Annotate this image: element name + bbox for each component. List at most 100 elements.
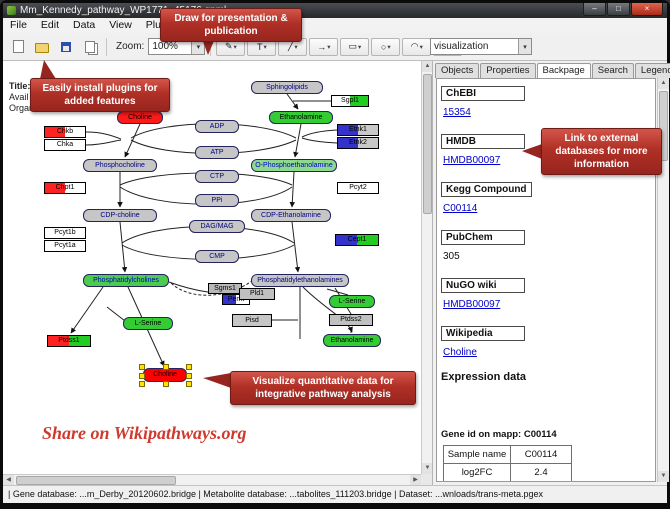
metabolite-node-atp[interactable]: ATP [195,146,239,159]
metabolite-node-ppi[interactable]: PPi [195,194,239,207]
metabolite-node-ethanolamine[interactable]: Ethanolamine [269,111,333,124]
scroll-up-icon[interactable]: ▲ [658,78,669,89]
selection-handle[interactable] [139,381,145,387]
tool-arc-button[interactable]: ◠▾ [402,37,432,56]
menu-file[interactable]: File [10,19,27,31]
gene-node-pcyt1b[interactable]: Pcyt1b [44,227,86,239]
metabolite-node-l-serine[interactable]: L-Serine [329,295,375,308]
selection-handle[interactable] [139,364,145,370]
tab-search[interactable]: Search [591,63,634,78]
close-button[interactable]: × [631,3,663,16]
label-icon: T [256,41,263,52]
menu-bar: File Edit Data View Plugins Help [3,18,667,34]
toolbar-separator [106,37,107,56]
title-bar[interactable]: Mm_Kennedy_pathway_WP1771_45176.gpml – □… [3,3,667,18]
tab-legend[interactable]: Legend [634,63,670,78]
selection-handle[interactable] [186,381,192,387]
db-link-nugo[interactable]: HMDB00097 [443,299,501,310]
scroll-up-icon[interactable]: ▲ [422,61,433,72]
menu-view[interactable]: View [109,19,132,31]
selection-handle[interactable] [139,373,145,379]
chevron-down-icon: ▾ [387,43,391,51]
gene-node-etnk2[interactable]: Etnk2 [337,137,379,149]
panel-scrollbar[interactable]: ▲ ▼ [657,78,669,482]
scroll-down-icon[interactable]: ▼ [422,463,433,474]
gene-node-pisd[interactable]: Pisd [232,314,272,327]
tool-arrow-button[interactable]: →▾ [309,37,339,56]
metabolite-node-l-serine[interactable]: L-Serine [123,317,173,330]
gene-node-ptdss1[interactable]: Ptdss1 [47,335,91,347]
gene-id-line: Gene id on mapp: C00114 [441,429,557,440]
db-link-hmdb[interactable]: HMDB00097 [443,155,501,166]
table-row: log2FC 2.4 [443,463,572,481]
scrollbar-thumb[interactable] [423,74,432,214]
tab-properties[interactable]: Properties [480,63,536,78]
new-file-button[interactable] [7,37,29,57]
gene-node-pld1[interactable]: Pld1 [239,288,275,300]
copy-button[interactable] [79,37,101,57]
backpage-section: Kegg Compound C00114 [441,179,655,214]
visualization-combobox[interactable]: visualization ▾ [430,38,532,55]
gene-node-chpt1[interactable]: Chpt1 [44,182,86,194]
gene-node-chka[interactable]: Chka [44,139,86,151]
table-cell: Sample name [443,445,511,464]
chevron-down-icon[interactable]: ▾ [518,39,531,54]
gene-node-sgpl1[interactable]: Sgpl1 [331,95,369,107]
maximize-button[interactable]: □ [607,3,630,16]
gene-node-chkb[interactable]: Chkb [44,126,86,138]
scrollbar-thumb[interactable] [16,476,176,485]
share-wikipathways-text: Share on Wikipathways.org [42,423,247,443]
selection-handle[interactable] [186,364,192,370]
canvas-horizontal-scrollbar[interactable]: ◀ ▶ [3,474,421,486]
db-link-wikipedia[interactable]: Choline [443,347,477,358]
metabolite-node-ctp[interactable]: CTP [195,170,239,183]
menu-edit[interactable]: Edit [40,19,60,31]
gene-node-sgms1[interactable]: Sgms1 [208,283,242,294]
scrollbar-thumb[interactable] [659,91,668,161]
scroll-left-icon[interactable]: ◀ [3,475,14,486]
metabolite-node-ethanolamine[interactable]: Ethanolamine [323,334,381,347]
metabolite-node-dag-mag[interactable]: DAG/MAG [189,220,245,233]
db-link-kegg[interactable]: C00114 [443,203,478,214]
scroll-down-icon[interactable]: ▼ [658,471,669,482]
gene-node-ptdss2[interactable]: Ptdss2 [329,314,373,326]
pathway-canvas[interactable]: Title: Avail Organ [3,61,433,486]
canvas-vertical-scrollbar[interactable]: ▲ ▼ [421,61,433,474]
expression-table: Sample name C00114 log2FC 2.4 pvalue 7.8… [443,445,572,483]
tool-rectangle-button[interactable]: ▭▾ [340,37,370,56]
metabolite-node-choline[interactable]: Choline [117,111,163,124]
gene-node-pcyt1a[interactable]: Pcyt1a [44,240,86,252]
metabolite-node-choline[interactable]: Choline [139,364,192,387]
db-link-chebi[interactable]: 15354 [443,107,471,118]
pathway-info-line: Organ [9,103,35,113]
selection-handle[interactable] [163,364,169,370]
gene-node-pcyt2[interactable]: Pcyt2 [337,182,379,194]
tab-objects[interactable]: Objects [435,63,480,78]
open-file-button[interactable] [31,37,53,57]
selection-handle[interactable] [163,381,169,387]
metabolite-node-cdp-choline[interactable]: CDP-choline [83,209,157,222]
minimize-button[interactable]: – [583,3,606,16]
gene-node-etnk1[interactable]: Etnk1 [337,124,379,136]
selection-handle[interactable] [186,373,192,379]
tool-oval-button[interactable]: ○▾ [371,37,401,56]
tab-backpage[interactable]: Backpage [536,63,591,79]
metabolite-node-o-phosphoethanolamine[interactable]: O-Phosphoethanolamine [251,159,337,172]
save-button[interactable] [55,37,77,57]
metabolite-node-cdp-ethanolamine[interactable]: CDP-Ethanolamine [251,209,331,222]
table-cell: 7.80252E-4 [511,482,572,483]
gene-node-cept1[interactable]: Cept1 [335,234,379,246]
metabolite-node-phosphatidylethanolamines[interactable]: Phosphatidylethanolamines [251,274,349,287]
metabolite-node-sphingolipids[interactable]: Sphingolipids [251,81,323,94]
metabolite-node-adp[interactable]: ADP [195,120,239,133]
callout-pointer [522,144,542,159]
scroll-right-icon[interactable]: ▶ [410,475,421,486]
metabolite-node-cmp[interactable]: CMP [195,250,239,263]
metabolite-node-phosphocholine[interactable]: Phosphocholine [83,159,157,172]
window-controls: – □ × [582,3,663,16]
backpage-section: NuGO wiki HMDB00097 [441,275,655,310]
metabolite-node-phosphatidylcholines[interactable]: Phosphatidylcholines [83,274,169,287]
drawing-surface[interactable]: Title: Avail Organ [3,61,421,474]
menu-data[interactable]: Data [73,19,96,31]
